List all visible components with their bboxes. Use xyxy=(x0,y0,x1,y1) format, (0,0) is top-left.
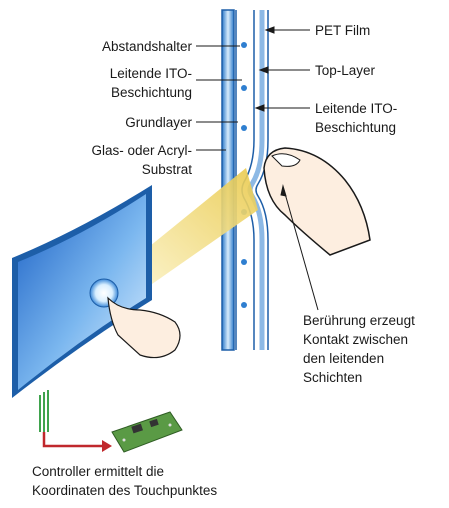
controller-board xyxy=(111,411,183,453)
label-spacer: Abstandshalter xyxy=(101,39,192,54)
signal-arrow xyxy=(42,432,102,448)
label-ito-right-line2: Beschichtung xyxy=(315,120,397,135)
label-substrate-line1: Glas- oder Acryl- xyxy=(91,143,192,158)
label-base-layer: Grundlayer xyxy=(125,115,192,130)
hand-illustration xyxy=(107,296,181,359)
label-ito-right-line1: Leitende ITO- xyxy=(315,101,398,116)
leader-lines-right xyxy=(254,26,319,311)
label-controller-line1: Controller ermittelt die xyxy=(32,464,165,479)
label-controller-line2: Koordinaten des Touchpunktes xyxy=(32,483,218,498)
label-touch-line1: Berührung erzeugt xyxy=(303,313,415,328)
leader-lines-left xyxy=(196,45,242,151)
signal-arrow-head xyxy=(102,440,112,452)
label-ito-left-line1: Leitende ITO- xyxy=(109,66,192,81)
label-substrate-line2: Substrat xyxy=(141,162,192,177)
label-touch-line2: Kontakt zwischen xyxy=(303,332,409,347)
finger-illustration xyxy=(263,147,371,256)
label-top-layer: Top-Layer xyxy=(315,63,376,78)
label-pet-film: PET Film xyxy=(315,23,371,38)
label-touch-line3: den leitenden xyxy=(303,351,385,366)
flex-cable xyxy=(39,390,49,432)
label-ito-left-line2: Beschichtung xyxy=(110,85,192,100)
touch-screen xyxy=(12,185,152,398)
label-touch-line4: Schichten xyxy=(303,370,363,385)
